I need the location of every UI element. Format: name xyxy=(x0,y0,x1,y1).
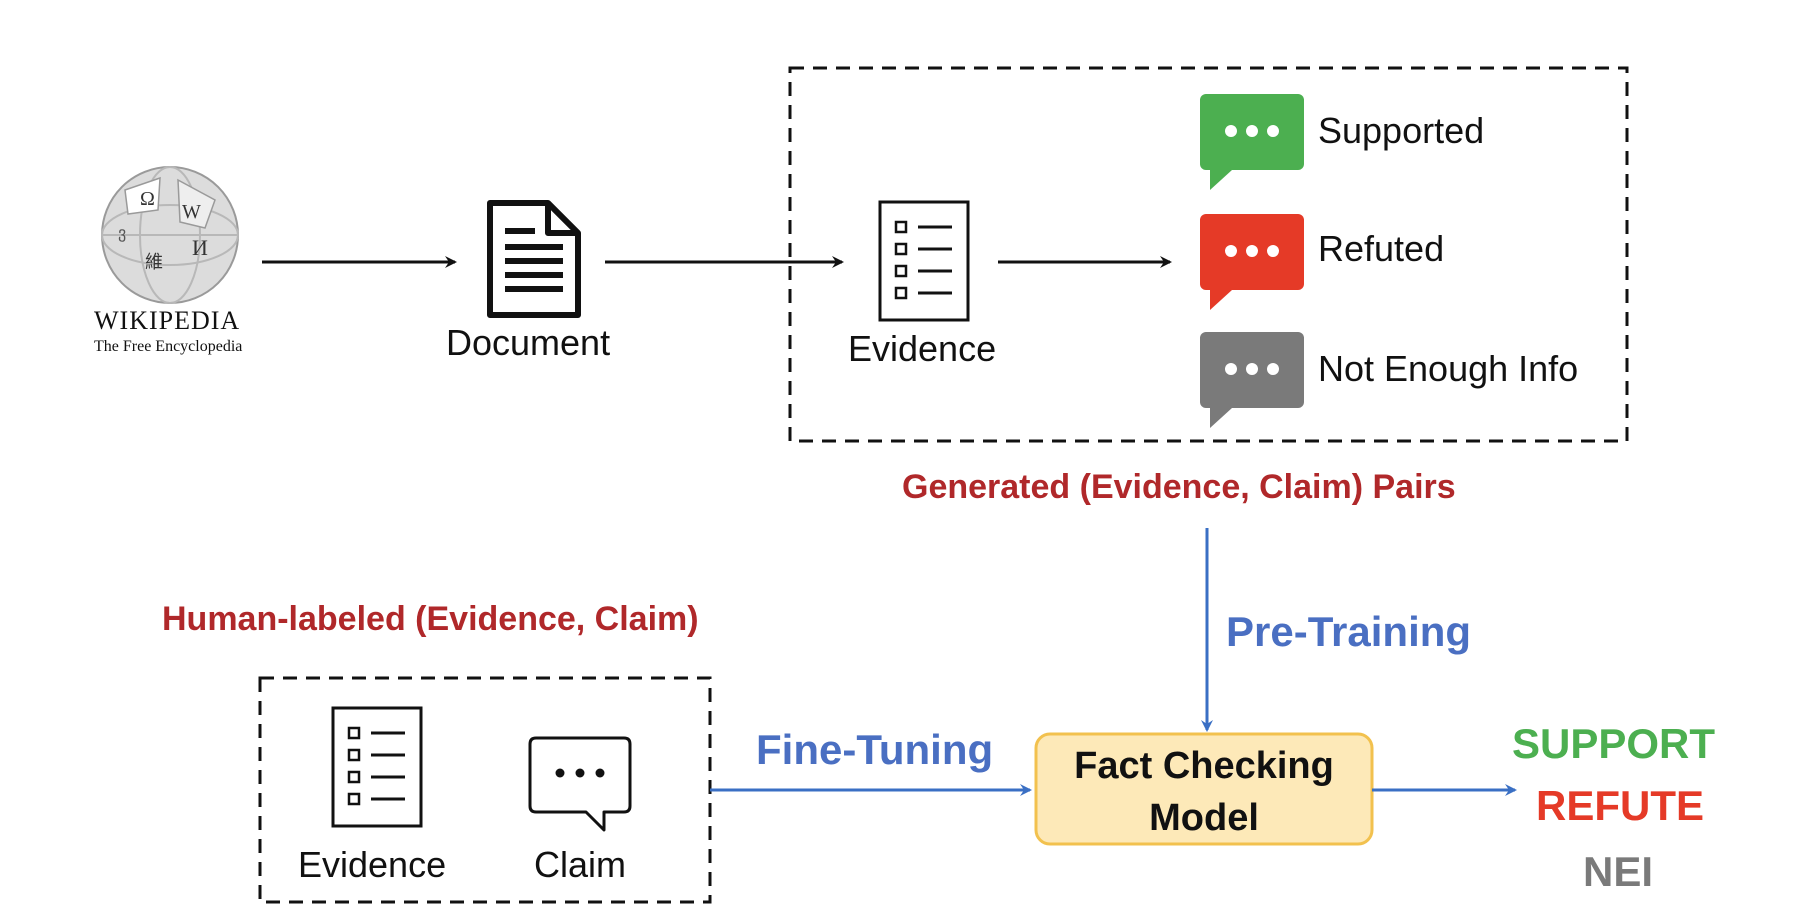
document-label: Document xyxy=(446,322,611,363)
generated-pairs-box xyxy=(788,66,1629,443)
output-nei: NEI xyxy=(1583,848,1654,895)
human-claim-label: Claim xyxy=(534,844,627,885)
output-support: SUPPORT xyxy=(1512,720,1716,767)
document-icon xyxy=(487,200,581,318)
svg-text:ვ: ვ xyxy=(118,225,126,242)
finetuning-label: Fine-Tuning xyxy=(756,726,994,773)
svg-text:И: И xyxy=(192,235,208,260)
claim-nei-label: Not Enough Info xyxy=(1318,348,1579,389)
svg-text:維: 維 xyxy=(145,252,163,273)
model-label-line2: Model xyxy=(1149,797,1259,839)
human-labeled-title: Human-labeled (Evidence, Claim) xyxy=(162,600,699,638)
wikipedia-wordmark: WIKIPEDIA xyxy=(94,306,241,335)
human-evidence-checklist-icon xyxy=(331,706,423,828)
pretraining-label: Pre-Training xyxy=(1226,608,1472,655)
refuted-bubble-icon xyxy=(1200,214,1304,310)
output-refute: REFUTE xyxy=(1536,782,1704,829)
wikipedia-globe-icon: Ω W И 維 ვ xyxy=(101,166,239,304)
generated-pairs-title: Generated (Evidence, Claim) Pairs xyxy=(902,468,1456,506)
claim-bubble-icon xyxy=(528,736,632,832)
svg-text:Ω: Ω xyxy=(140,188,155,210)
svg-text:W: W xyxy=(182,201,201,223)
claim-refuted-label: Refuted xyxy=(1318,228,1445,269)
not-enough-info-bubble-icon xyxy=(1200,332,1304,428)
evidence-label: Evidence xyxy=(848,328,997,369)
human-evidence-label: Evidence xyxy=(298,844,447,885)
claim-supported-label: Supported xyxy=(1318,110,1485,151)
wikipedia-tagline: The Free Encyclopedia xyxy=(94,338,243,355)
evidence-checklist-icon xyxy=(878,200,970,322)
model-label-line1: Fact Checking xyxy=(1074,745,1334,787)
supported-bubble-icon xyxy=(1200,94,1304,190)
